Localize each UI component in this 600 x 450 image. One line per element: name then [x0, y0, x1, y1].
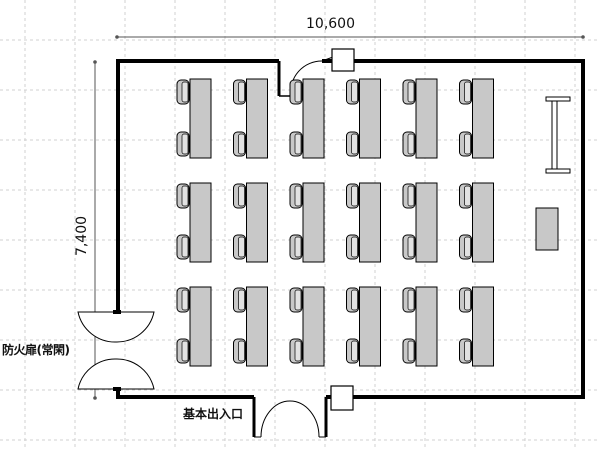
chair	[402, 79, 416, 105]
chair	[459, 234, 472, 260]
fire-door-label: 防火扉(常閑)	[2, 343, 70, 357]
desk	[302, 286, 325, 367]
chair	[176, 79, 190, 105]
chair	[289, 234, 303, 260]
desk	[246, 182, 268, 263]
chair	[233, 131, 246, 157]
chair	[289, 287, 303, 313]
chair	[176, 338, 190, 364]
desk	[415, 182, 438, 263]
chair	[402, 234, 416, 260]
desk	[415, 286, 438, 367]
lectern	[535, 207, 559, 251]
desk-set	[233, 78, 268, 159]
chair	[346, 338, 359, 364]
chair	[402, 287, 416, 313]
chair	[459, 131, 472, 157]
desk-set	[289, 182, 325, 263]
fixtures	[325, 48, 571, 411]
chair	[233, 287, 246, 313]
chair	[346, 79, 359, 105]
desk-set	[459, 78, 494, 159]
chair	[289, 131, 303, 157]
desk	[302, 78, 325, 159]
whiteboard-foot-bottom	[545, 168, 571, 174]
chair	[289, 79, 303, 105]
chair	[459, 183, 472, 209]
whiteboard	[551, 96, 558, 174]
desk	[189, 182, 212, 263]
desk	[359, 286, 381, 367]
desk-set	[402, 182, 438, 263]
desk	[302, 182, 325, 263]
chair	[176, 131, 190, 157]
fire-door	[77, 310, 155, 391]
desk-set	[289, 78, 325, 159]
dimension-lines	[93, 35, 585, 400]
desk	[189, 78, 212, 159]
chair	[176, 183, 190, 209]
desk	[246, 286, 268, 367]
chair	[459, 287, 472, 313]
chair	[233, 183, 246, 209]
chair	[233, 338, 246, 364]
chair	[346, 234, 359, 260]
chair	[402, 338, 416, 364]
whiteboard-foot-top	[545, 96, 571, 102]
chair	[402, 131, 416, 157]
main-entrance-label: 基本出入口	[183, 407, 244, 421]
desk-set	[346, 78, 381, 159]
desk-set	[233, 286, 268, 367]
chair	[402, 183, 416, 209]
chair	[289, 338, 303, 364]
desk-set	[402, 286, 438, 367]
desk-set	[346, 286, 381, 367]
desk	[189, 286, 212, 367]
height-dimension-label: 7,400	[74, 215, 90, 257]
desk	[246, 78, 268, 159]
desk	[359, 182, 381, 263]
chair	[233, 234, 246, 260]
desk	[359, 78, 381, 159]
desk-set	[459, 286, 494, 367]
chair	[289, 183, 303, 209]
desk-set	[233, 182, 268, 263]
desk-set	[402, 78, 438, 159]
bottom-box	[330, 385, 354, 411]
desk-set	[289, 286, 325, 367]
desk-set	[346, 182, 381, 263]
width-dimension-label: 10,600	[306, 16, 355, 32]
chair	[459, 338, 472, 364]
desk-set	[176, 182, 212, 263]
desk-set	[176, 286, 212, 367]
main-entrance-door	[252, 397, 328, 438]
chair	[233, 79, 246, 105]
chair	[459, 79, 472, 105]
top-door	[277, 56, 334, 97]
chair	[346, 183, 359, 209]
desk-set	[176, 78, 212, 159]
desk-set	[459, 182, 494, 263]
desk	[415, 78, 438, 159]
chair	[346, 287, 359, 313]
desk	[472, 78, 494, 159]
chair	[176, 234, 190, 260]
desk	[472, 182, 494, 263]
top-box	[331, 48, 355, 72]
desk-grid	[176, 78, 494, 367]
desk	[472, 286, 494, 367]
chair	[176, 287, 190, 313]
chair	[346, 131, 359, 157]
